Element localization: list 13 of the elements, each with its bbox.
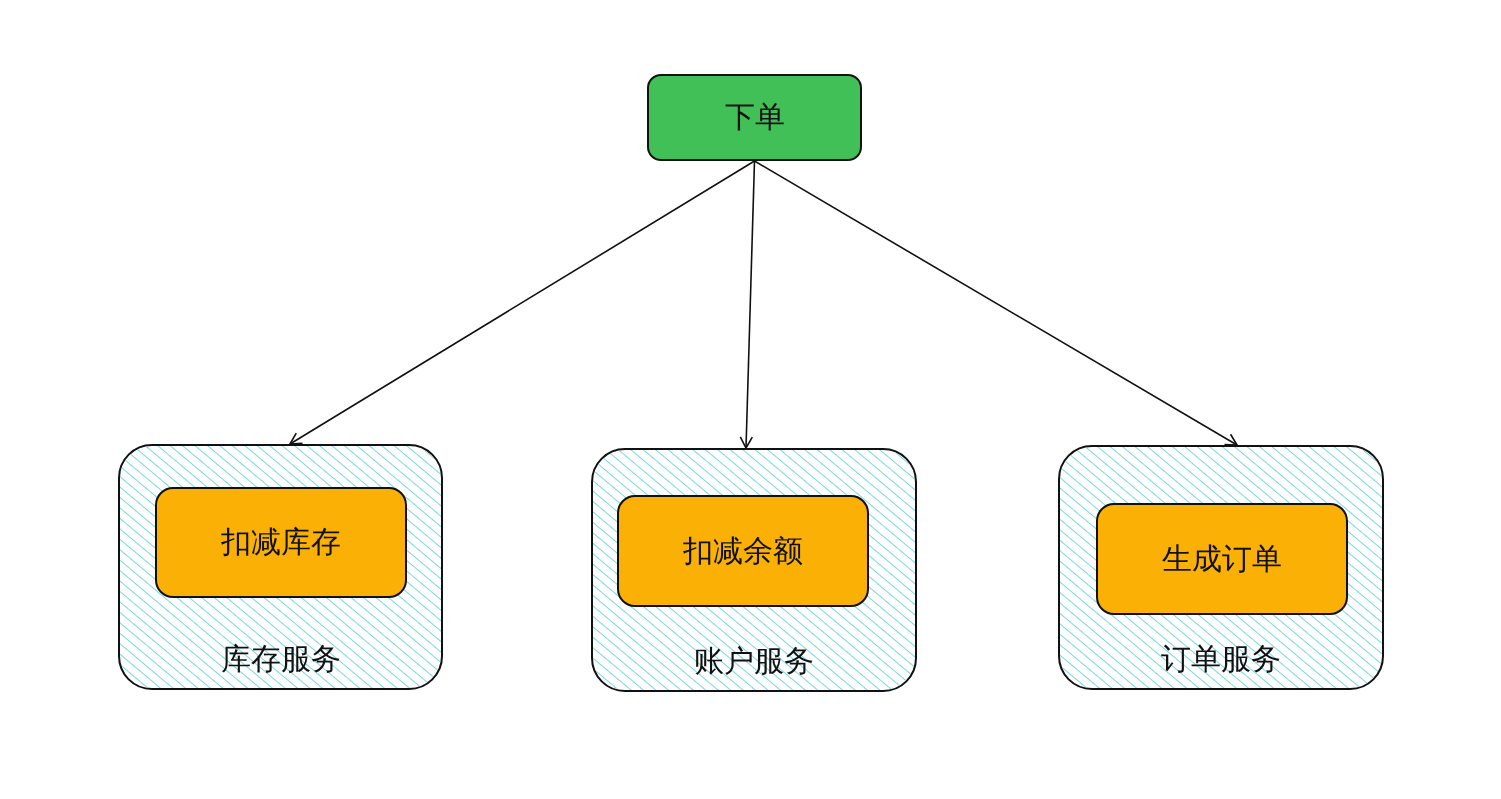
box-label: 账户服务	[694, 644, 814, 677]
arrow	[289, 160, 756, 445]
start-box: 下单	[647, 74, 862, 161]
arrow	[753, 160, 1238, 446]
service-box	[591, 448, 917, 692]
box-label: 库存服务	[220, 642, 341, 675]
service-box	[118, 444, 443, 690]
arrow	[739, 160, 756, 449]
service-box	[1058, 445, 1384, 690]
task-box: 扣减余额	[617, 495, 869, 607]
task-box: 生成订单	[1096, 503, 1348, 615]
task-box: 扣减库存	[155, 487, 407, 598]
box-label: 订单服务	[1161, 642, 1281, 675]
